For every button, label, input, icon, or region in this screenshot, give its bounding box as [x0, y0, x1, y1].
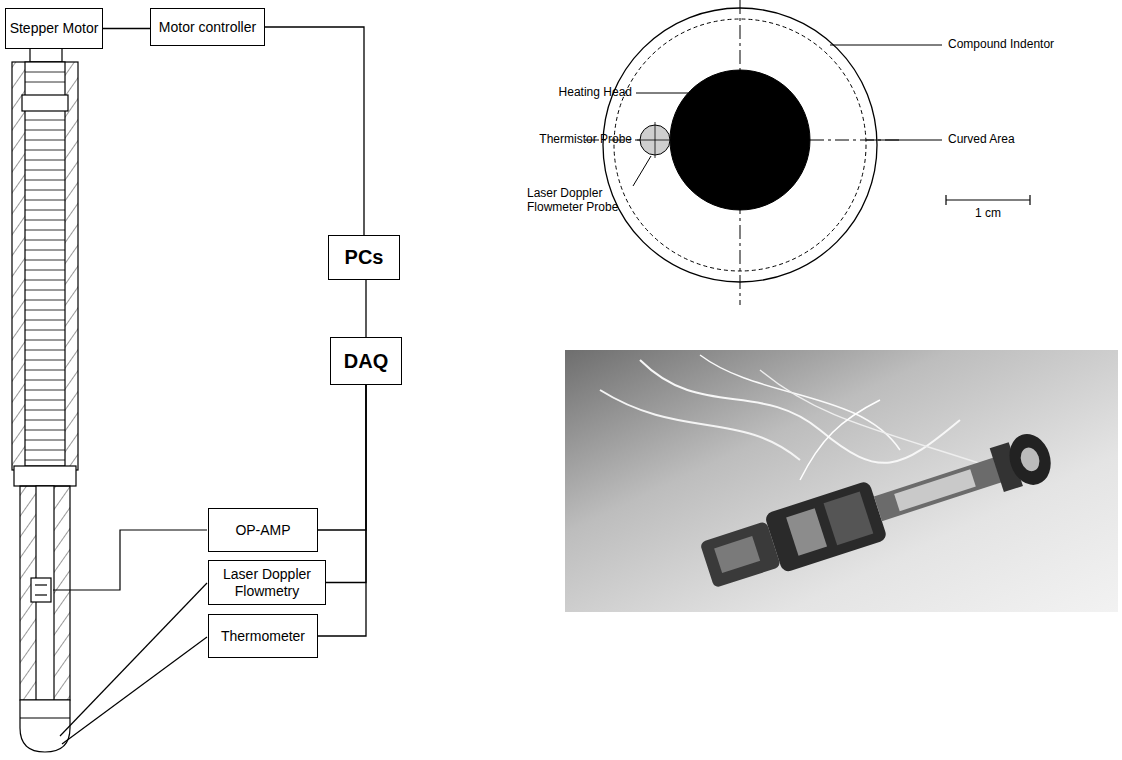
indentor-device [12, 46, 78, 752]
block-label: Thermometer [218, 628, 308, 644]
block-box: Stepper Motor [5, 8, 103, 49]
block-label: Laser Doppler Flowmetry [209, 566, 325, 598]
block-box: DAQ [330, 337, 402, 385]
block-box: PCs [328, 235, 400, 280]
callout-label: Laser Doppler Flowmeter Probe [527, 186, 631, 215]
connector-line [265, 27, 364, 235]
connector-line [318, 385, 366, 530]
connector-line [103, 28, 150, 29]
block-label: DAQ [341, 350, 391, 373]
block-label: Motor controller [156, 19, 259, 35]
block-box: Motor controller [150, 8, 265, 46]
block-label: Stepper Motor [7, 20, 102, 36]
callout-label: Curved Area [948, 132, 1068, 146]
callout-label: Compound Indentor [948, 37, 1108, 51]
leader-lines [53, 530, 207, 744]
device-photo [565, 350, 1118, 612]
block-label: PCs [342, 246, 387, 269]
connector-line [326, 385, 366, 583]
block-box: Laser Doppler Flowmetry [208, 560, 326, 605]
block-box: Thermometer [208, 614, 318, 658]
block-box: OP-AMP [208, 508, 318, 552]
callout-label: Thermistor Probe [510, 132, 632, 146]
callout-label: 1 cm [958, 206, 1018, 220]
block-label: OP-AMP [232, 522, 293, 538]
connector-line [366, 280, 367, 337]
callout-label: Heating Head [532, 85, 632, 99]
